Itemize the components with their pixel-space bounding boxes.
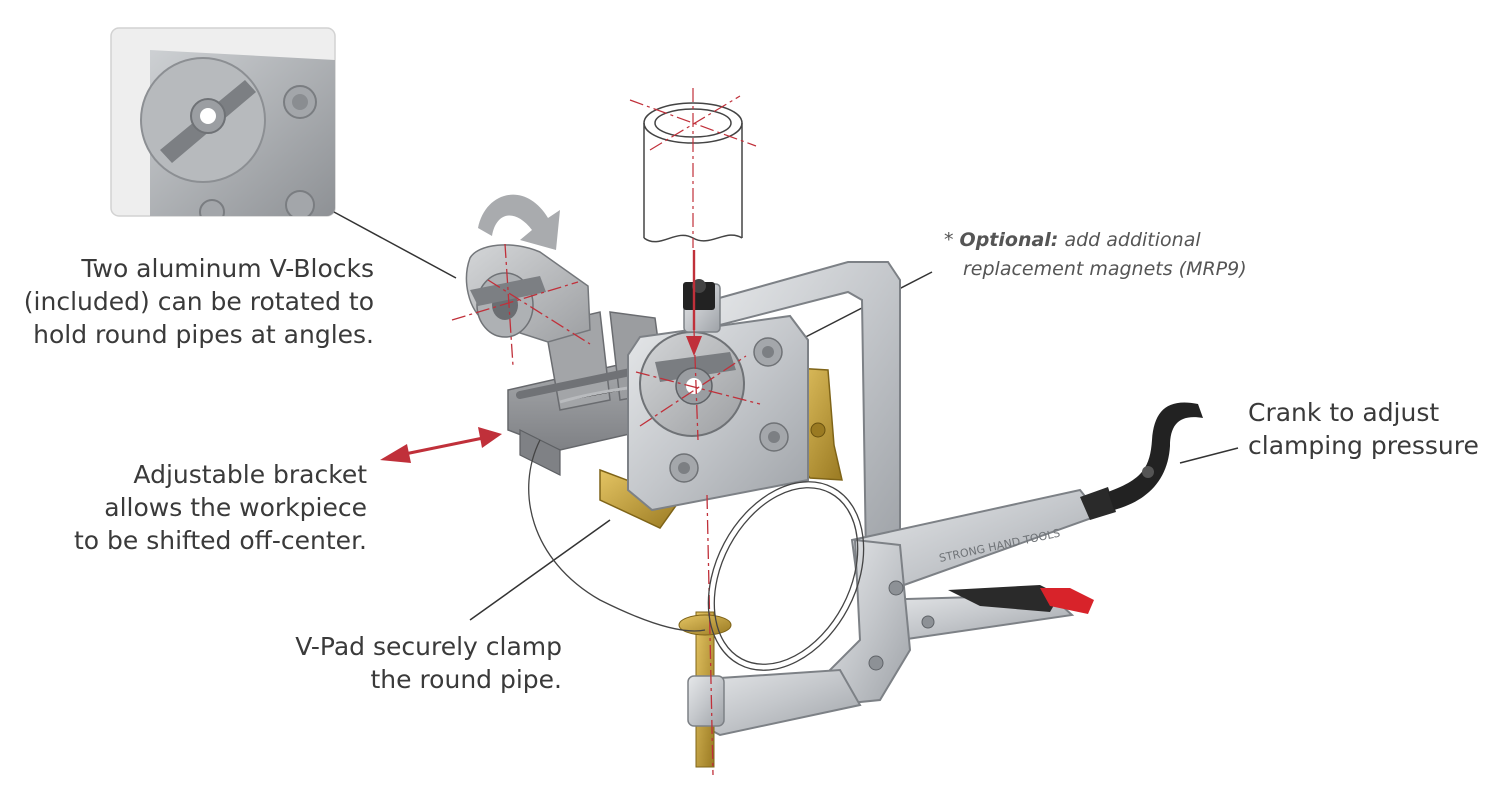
plate-knob <box>683 279 721 333</box>
callout-optional-line-1: * Optional: add additional <box>944 226 1247 255</box>
callout-crank: Crank to adjust clamping pressure <box>1248 396 1479 462</box>
leader-vblocks <box>333 211 457 279</box>
callout-vblocks-line-2: (included) can be rotated to <box>23 287 374 316</box>
adjust-double-arrow <box>380 427 502 463</box>
optional-asterisk: * <box>944 229 960 251</box>
optional-line-1-rest: add additional <box>1058 229 1201 251</box>
callout-vblocks-line-1: Two aluminum V-Blocks <box>81 254 374 283</box>
callout-bracket: Adjustable bracket allows the workpiece … <box>74 458 367 557</box>
optional-bold-label: Optional: <box>959 229 1059 251</box>
callout-vblocks: Two aluminum V-Blocks (included) can be … <box>24 252 374 351</box>
callout-bracket-line-2: allows the workpiece <box>104 493 367 522</box>
front-v-block <box>639 331 745 437</box>
leader-lines <box>333 211 1239 621</box>
rotate-arrow-icon <box>478 194 560 250</box>
callout-vpad-line-2: the round pipe. <box>370 665 562 694</box>
callout-vpad: V-Pad securely clamp the round pipe. <box>295 630 562 696</box>
pipe-axis-lines <box>629 88 757 248</box>
callout-optional-line-2: replacement magnets (MRP9) <box>963 258 1247 280</box>
callout-vblocks-line-3: hold round pipes at angles. <box>33 320 374 349</box>
callout-crank-line-2: clamping pressure <box>1248 431 1479 460</box>
swivel-pad-screw <box>678 611 732 768</box>
callout-vpad-line-1: V-Pad securely clamp <box>295 632 562 661</box>
leader-crank <box>1179 447 1239 464</box>
callout-crank-line-1: Crank to adjust <box>1248 398 1440 427</box>
crank-screw <box>1080 402 1203 520</box>
callout-bracket-line-3: to be shifted off-center. <box>73 526 367 555</box>
leader-optional <box>789 271 933 346</box>
leader-vpad <box>469 519 611 621</box>
vblock-closeup-inset <box>110 27 336 217</box>
callout-optional-magnets: * Optional: add additional replacement m… <box>944 226 1247 284</box>
pipe-contour-lines <box>528 439 865 671</box>
callout-bracket-line-1: Adjustable bracket <box>133 460 367 489</box>
insert-arrowhead <box>686 336 702 356</box>
rear-v-block <box>465 244 591 343</box>
